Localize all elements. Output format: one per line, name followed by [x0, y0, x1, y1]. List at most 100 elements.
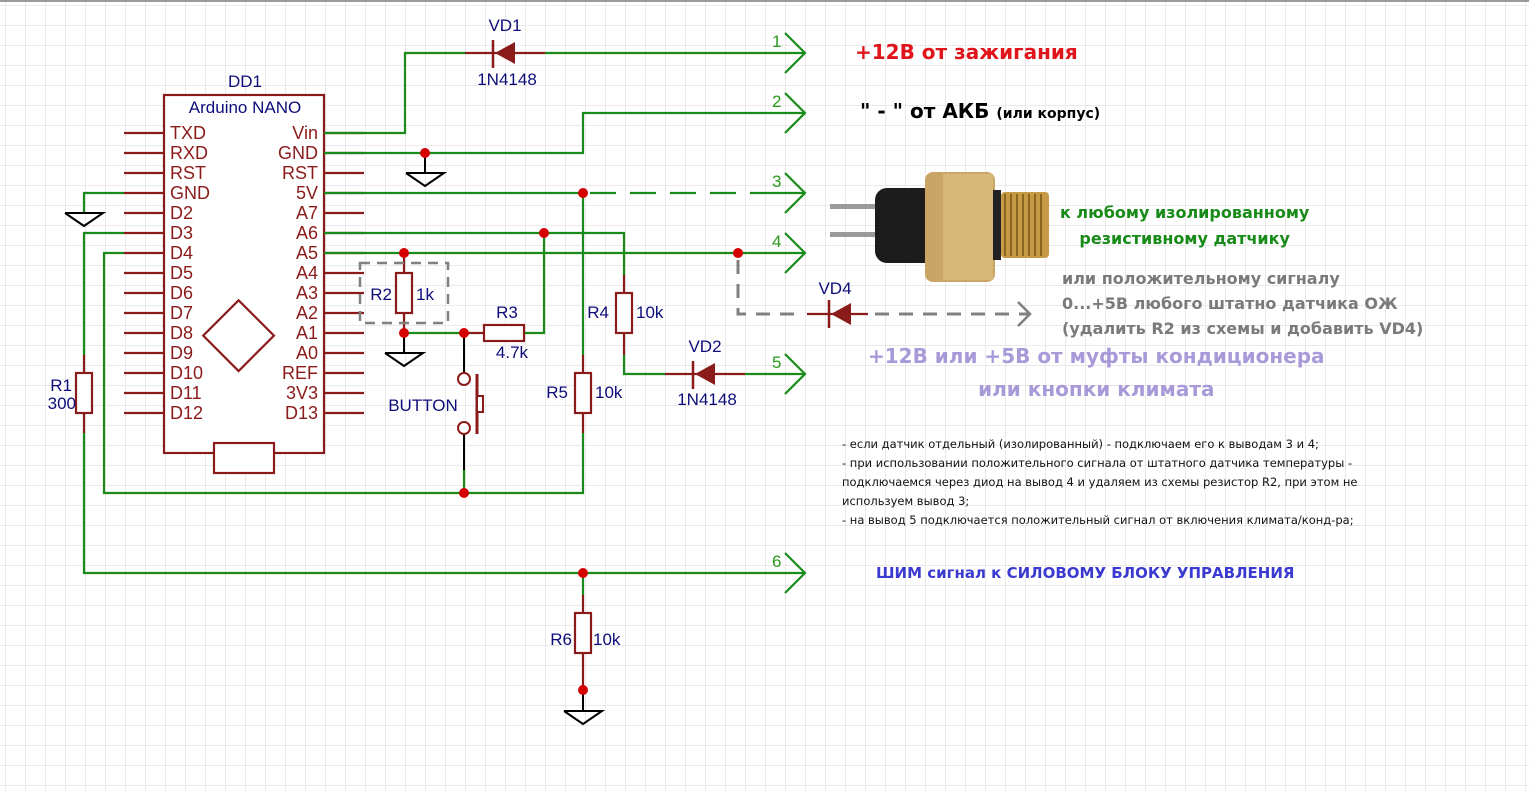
note-line: +12В или +5В от муфты кондиционера	[868, 344, 1325, 368]
description-line: используем вывод 3;	[842, 494, 970, 508]
arduino-pin-left: D7	[124, 303, 193, 323]
pin-label: D9	[170, 343, 193, 363]
r2-label: R2	[370, 285, 392, 304]
junctions	[399, 148, 743, 695]
r4-value: 10k	[636, 303, 664, 322]
pin-label: D13	[285, 403, 318, 423]
chip-icon	[201, 298, 276, 373]
resistor-r3	[482, 323, 526, 343]
description-notes: - если датчик отдельный (изолированный) …	[842, 435, 1442, 530]
arduino-pin-left: D5	[124, 263, 193, 283]
description-line: - на вывод 5 подключается положительный …	[842, 513, 1354, 527]
arduino-pin-left: D6	[124, 283, 193, 303]
arduino-pin-left: TXD	[124, 123, 206, 143]
ground-icon	[563, 710, 606, 726]
r2-value: 1k	[416, 285, 434, 304]
pin-label: A3	[296, 283, 318, 303]
net-port-5: 5	[772, 353, 807, 395]
arduino-pin-right: A1	[296, 323, 364, 343]
note-line: 0...+5В любого штатно датчика ОЖ	[1062, 294, 1398, 313]
vd2-value: 1N4148	[677, 390, 737, 409]
ground-icon	[384, 352, 427, 368]
button-label: BUTTON	[388, 396, 458, 415]
arduino-pin-left: D4	[124, 243, 193, 263]
r4-label: R4	[587, 303, 609, 322]
ground-icon	[64, 212, 107, 228]
note-line: или положительному сигналу	[1062, 269, 1340, 288]
arduino-pin-left: D10	[124, 363, 203, 383]
note-resistive-sensor: к любому изолированному резистивному дат…	[1060, 200, 1309, 252]
arduino-pin-right: A0	[296, 343, 364, 363]
pin-label: RST	[170, 163, 206, 183]
pin-label: TXD	[170, 123, 206, 143]
diode-vd2	[691, 361, 715, 389]
diode-vd1	[491, 40, 515, 68]
r5-value: 10k	[595, 383, 623, 402]
arduino-pin-left: D3	[124, 223, 193, 243]
net-port-3: 3	[772, 172, 807, 214]
arduino-pin-right: REF	[282, 363, 364, 383]
note-positive-signal: или положительному сигналу 0...+5В любог…	[1062, 266, 1423, 341]
arduino-pin-right: RST	[282, 163, 364, 183]
resistor-r1	[74, 371, 94, 415]
usb-connector	[212, 441, 276, 475]
arduino-pin-left: D12	[124, 403, 203, 423]
pin-label: 3V3	[286, 383, 318, 403]
net-number: 5	[772, 353, 781, 372]
pin-label: A1	[296, 323, 318, 343]
net-number: 2	[772, 92, 781, 111]
net-number: 4	[772, 232, 781, 251]
note-line: резистивному датчику	[1079, 229, 1290, 248]
arduino-pin-right: A4	[296, 263, 364, 283]
pin-label: RST	[282, 163, 318, 183]
pin-label: D12	[170, 403, 203, 423]
arduino-pin-right: D13	[285, 403, 364, 423]
note-climate: +12В или +5В от муфты кондиционера или к…	[868, 340, 1325, 406]
pin-label: GND	[278, 143, 318, 163]
arduino-pin-right: A2	[296, 303, 364, 323]
net-number: 6	[772, 552, 781, 571]
r1-value: 300	[48, 394, 76, 413]
arduino-body	[162, 93, 326, 455]
diode-vd4	[827, 300, 851, 328]
description-line: подключаемся через диод на вывод 4 и уда…	[842, 475, 1358, 489]
description-line: - при использовании положительного сигна…	[842, 456, 1353, 470]
net-number: 1	[772, 32, 781, 51]
arduino-pin-right: 3V3	[286, 383, 364, 403]
pin-label: A5	[296, 243, 318, 263]
r3-label: R3	[496, 303, 518, 322]
r6-value: 10k	[593, 630, 621, 649]
net-port-6: 6	[772, 552, 807, 594]
net-port-2: 2	[772, 92, 807, 134]
pin-label: A0	[296, 343, 318, 363]
dd1-designator: DD1	[228, 72, 262, 91]
vd2-label: VD2	[688, 337, 721, 356]
pin-label: A4	[296, 263, 318, 283]
pin-label: Vin	[292, 123, 318, 143]
resistor-r2	[394, 271, 414, 315]
arduino-pin-left: RST	[124, 163, 206, 183]
r3-value: 4.7k	[496, 343, 529, 362]
arduino-pin-left: D9	[124, 343, 193, 363]
arduino-pin-right: A3	[296, 283, 364, 303]
net-port-1: 1	[772, 32, 807, 74]
dd1-name: Arduino NANO	[189, 98, 301, 117]
pin-label: REF	[282, 363, 318, 383]
pin-label: A2	[296, 303, 318, 323]
note-line: или кнопки климата	[978, 377, 1215, 401]
r5-label: R5	[546, 383, 568, 402]
resistor-r5	[573, 371, 593, 415]
pin-label: D3	[170, 223, 193, 243]
pin-label: D4	[170, 243, 193, 263]
resistor-r6	[573, 611, 593, 655]
vd4-label: VD4	[818, 279, 851, 298]
pin-label: D8	[170, 323, 193, 343]
note-pwm: ШИМ сигнал к СИЛОВОМУ БЛОКУ УПРАВЛЕНИЯ	[876, 564, 1295, 582]
pin-label: A7	[296, 203, 318, 223]
pin-label: D11	[170, 383, 202, 403]
pin-label: D2	[170, 203, 193, 223]
pin-label: RXD	[170, 143, 208, 163]
resistor-r4	[614, 291, 634, 335]
note-battery: " - " от АКБ (или корпус)	[860, 99, 1100, 123]
